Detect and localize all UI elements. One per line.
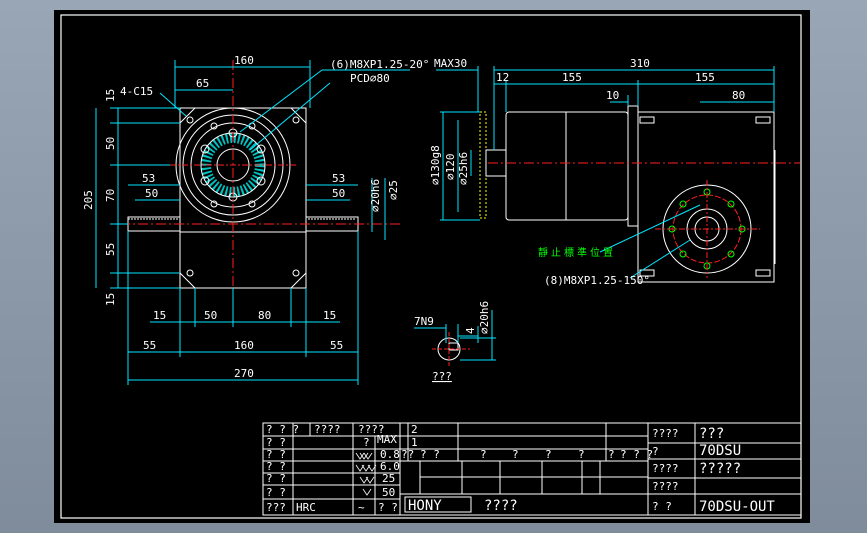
gearbox-body (505, 111, 629, 221)
tb-left-r6c2: 50 (382, 486, 395, 499)
front-dimensions (95, 60, 386, 385)
tb-left-r7c1: ??? (266, 501, 286, 514)
tb-right-r1-label: ???? (652, 427, 679, 440)
tb-left-r1c1: ? ? ? (266, 423, 299, 436)
dim-270: 270 (234, 367, 254, 380)
dim-80-c: 80 (258, 309, 271, 322)
tb-left-r2c2: ? (363, 436, 370, 449)
side-dimensions (436, 66, 775, 221)
tb-company-name: ???? (484, 498, 518, 514)
dim-155-b: 155 (695, 71, 715, 84)
dim-7n9: 7N9 (414, 315, 434, 328)
tb-right-r1-value: ??? (699, 426, 724, 442)
tb-hdr-3: ? (512, 448, 519, 461)
tb-right-r5-value: 70DSU-OUT (699, 499, 775, 515)
tb-left-r7c4: ? ? (378, 501, 398, 514)
tb-left-r7c3: ~ (358, 501, 365, 514)
dim-50-left: 50 (104, 137, 117, 150)
tb-hdr-1: ? ? (420, 448, 440, 461)
tb-left-r4c1: ? ? (266, 460, 286, 473)
tb-left-r3c2: 0.8 (380, 448, 400, 461)
motor-body (637, 111, 775, 283)
dim-55-e: 55 (143, 339, 156, 352)
title-block-text: ? ? ? ???? ???? ? ? ? MAX ? ? 0.8 ? ? 6.… (266, 423, 775, 515)
dim-160-top: 160 (234, 54, 254, 67)
tb-left-r2c1: ? ? (266, 436, 286, 449)
tb-hdr-6: ? (608, 448, 615, 461)
side-view (479, 105, 800, 283)
tb-left-r7c2: HRC (296, 501, 316, 514)
tb-left-r5c1: ? ? (266, 472, 286, 485)
tb-rev2: 1 (411, 436, 418, 449)
dim-55-g: 55 (330, 339, 343, 352)
tb-company: HONY (408, 498, 442, 514)
tb-left-r2c3: MAX (377, 433, 397, 446)
keyway-label: ??? (432, 370, 452, 383)
front-view (120, 60, 410, 300)
dim-70: 70 (104, 189, 117, 202)
dim-310: 310 (630, 57, 650, 70)
tb-left-r4c2: 6.0 (380, 460, 400, 473)
tb-right-r5-label: ? ? (652, 500, 672, 513)
tb-right-r3-value: ????? (699, 461, 741, 477)
dim-53-left: 53 (142, 172, 155, 185)
dim-dia25: ∅25 (387, 180, 400, 200)
dim-keyway-dia: ∅20h6 (478, 301, 491, 334)
motor-flange (627, 105, 639, 227)
dim-50-shaft-right: 50 (332, 187, 345, 200)
dim-15-d: 15 (323, 309, 336, 322)
chamfer-note: 4-C15 (120, 85, 153, 98)
tb-left-r5c2: 25 (382, 472, 395, 485)
dim-dia20h6: ∅20h6 (369, 179, 382, 212)
dim-dia120: ∅120 (444, 154, 457, 181)
side-dimension-text: MAX30 310 12 155 155 10 80 ∅130g8 ∅120 ∅… (429, 57, 745, 287)
dim-dia130: ∅130g8 (429, 145, 442, 185)
tb-left-r1c3: ???? (358, 423, 385, 436)
pcd-note: PCD∅80 (350, 72, 390, 85)
dim-50-shaft-left: 50 (145, 187, 158, 200)
dim-50-b: 50 (204, 309, 217, 322)
dim-53-right: 53 (332, 172, 345, 185)
static-position-note: 靜止標準位置 (538, 246, 616, 259)
dim-max30: MAX30 (434, 57, 467, 70)
dim-205: 205 (82, 190, 95, 210)
tb-hdr-2: ? (480, 448, 487, 461)
tb-right-r2-value: 70DSU (699, 443, 741, 459)
dim-160-f: 160 (234, 339, 254, 352)
title-block (262, 422, 802, 516)
dim-15-bottom: 15 (104, 293, 117, 306)
sheet-border (60, 14, 802, 519)
tb-hdr-4: ? (545, 448, 552, 461)
dim-80-side: 80 (732, 89, 745, 102)
dim-155-a: 155 (562, 71, 582, 84)
keyway-detail: 7N9 4 ∅20h6 ??? (414, 301, 496, 383)
front-dimension-text: 160 65 (6)M8XP1.25-20° PCD∅80 4-C15 15 5… (82, 54, 429, 380)
side-bolt-note: (8)M8XP1.25-150° (544, 274, 650, 287)
tb-left-r1c2: ???? (314, 423, 341, 436)
tb-right-r2-label: ? (652, 445, 659, 458)
dim-keyway-4: 4 (464, 327, 477, 334)
dim-65: 65 (196, 77, 209, 90)
dim-55-left: 55 (104, 243, 117, 256)
tb-left-r3c1: ? ? (266, 448, 286, 461)
tb-hdr-5: ? (578, 448, 585, 461)
dim-15-a: 15 (153, 309, 166, 322)
tb-rev1: 2 (411, 423, 418, 436)
tb-right-r4-label: ???? (652, 480, 679, 493)
tb-left-r6c1: ? ? (266, 486, 286, 499)
dim-12: 12 (496, 71, 509, 84)
tb-hdr-7: ? ? ? (620, 448, 653, 461)
bolt-note: (6)M8XP1.25-20° (330, 58, 429, 71)
tb-hdr-0: ?? (401, 448, 414, 461)
dim-dia25h6: ∅25h6 (457, 152, 470, 185)
tb-right-r3-label: ???? (652, 462, 679, 475)
dim-15-top: 15 (104, 89, 117, 102)
dim-10: 10 (606, 89, 619, 102)
